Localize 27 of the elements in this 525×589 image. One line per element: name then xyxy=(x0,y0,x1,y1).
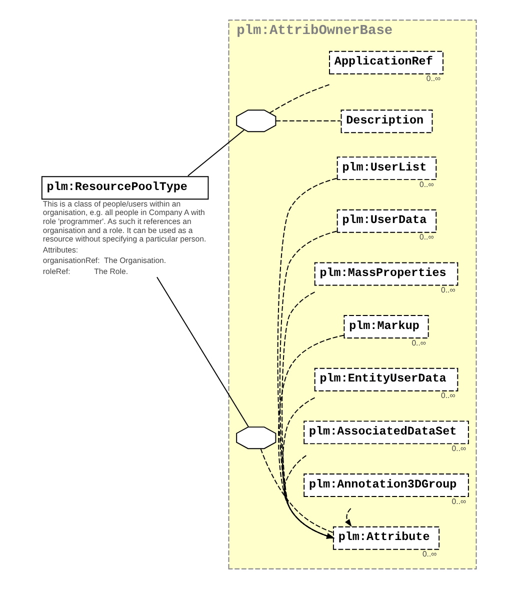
connector xyxy=(274,120,341,122)
node-label: 0..∞ xyxy=(419,180,434,189)
arrow xyxy=(281,292,334,539)
node-label: organisationRef: The Organisation. xyxy=(42,256,166,266)
node-label: 0..∞ xyxy=(419,232,434,242)
arrow xyxy=(282,397,334,539)
connector xyxy=(186,129,244,176)
node-label: 0..∞ xyxy=(422,550,436,559)
arrow xyxy=(283,455,334,539)
node-label: 0..∞ xyxy=(440,285,455,294)
node-label: 0..∞ xyxy=(451,444,466,453)
node-label: Attributes: xyxy=(42,245,78,254)
arrow xyxy=(344,508,352,527)
node-label: roleRef: The Role. xyxy=(42,266,128,276)
node-label: 0..∞ xyxy=(426,74,440,84)
arrow xyxy=(278,230,337,539)
node-octagon xyxy=(236,110,276,132)
connector xyxy=(156,276,248,428)
connector xyxy=(268,84,330,114)
arrow xyxy=(276,178,337,539)
node-label: This is a class of people/users within an organisation, e.g. all people in Company A with role 'programmer'. As such it references an organisation and a role. It can be used as a resource without specifying a particular person. xyxy=(42,199,206,244)
arrow xyxy=(278,334,344,539)
node-label: 0..∞ xyxy=(411,338,426,348)
node-label: 0..∞ xyxy=(451,496,466,506)
node-octagon xyxy=(236,426,276,450)
node-label: 0..∞ xyxy=(440,391,455,400)
connector xyxy=(260,448,334,534)
